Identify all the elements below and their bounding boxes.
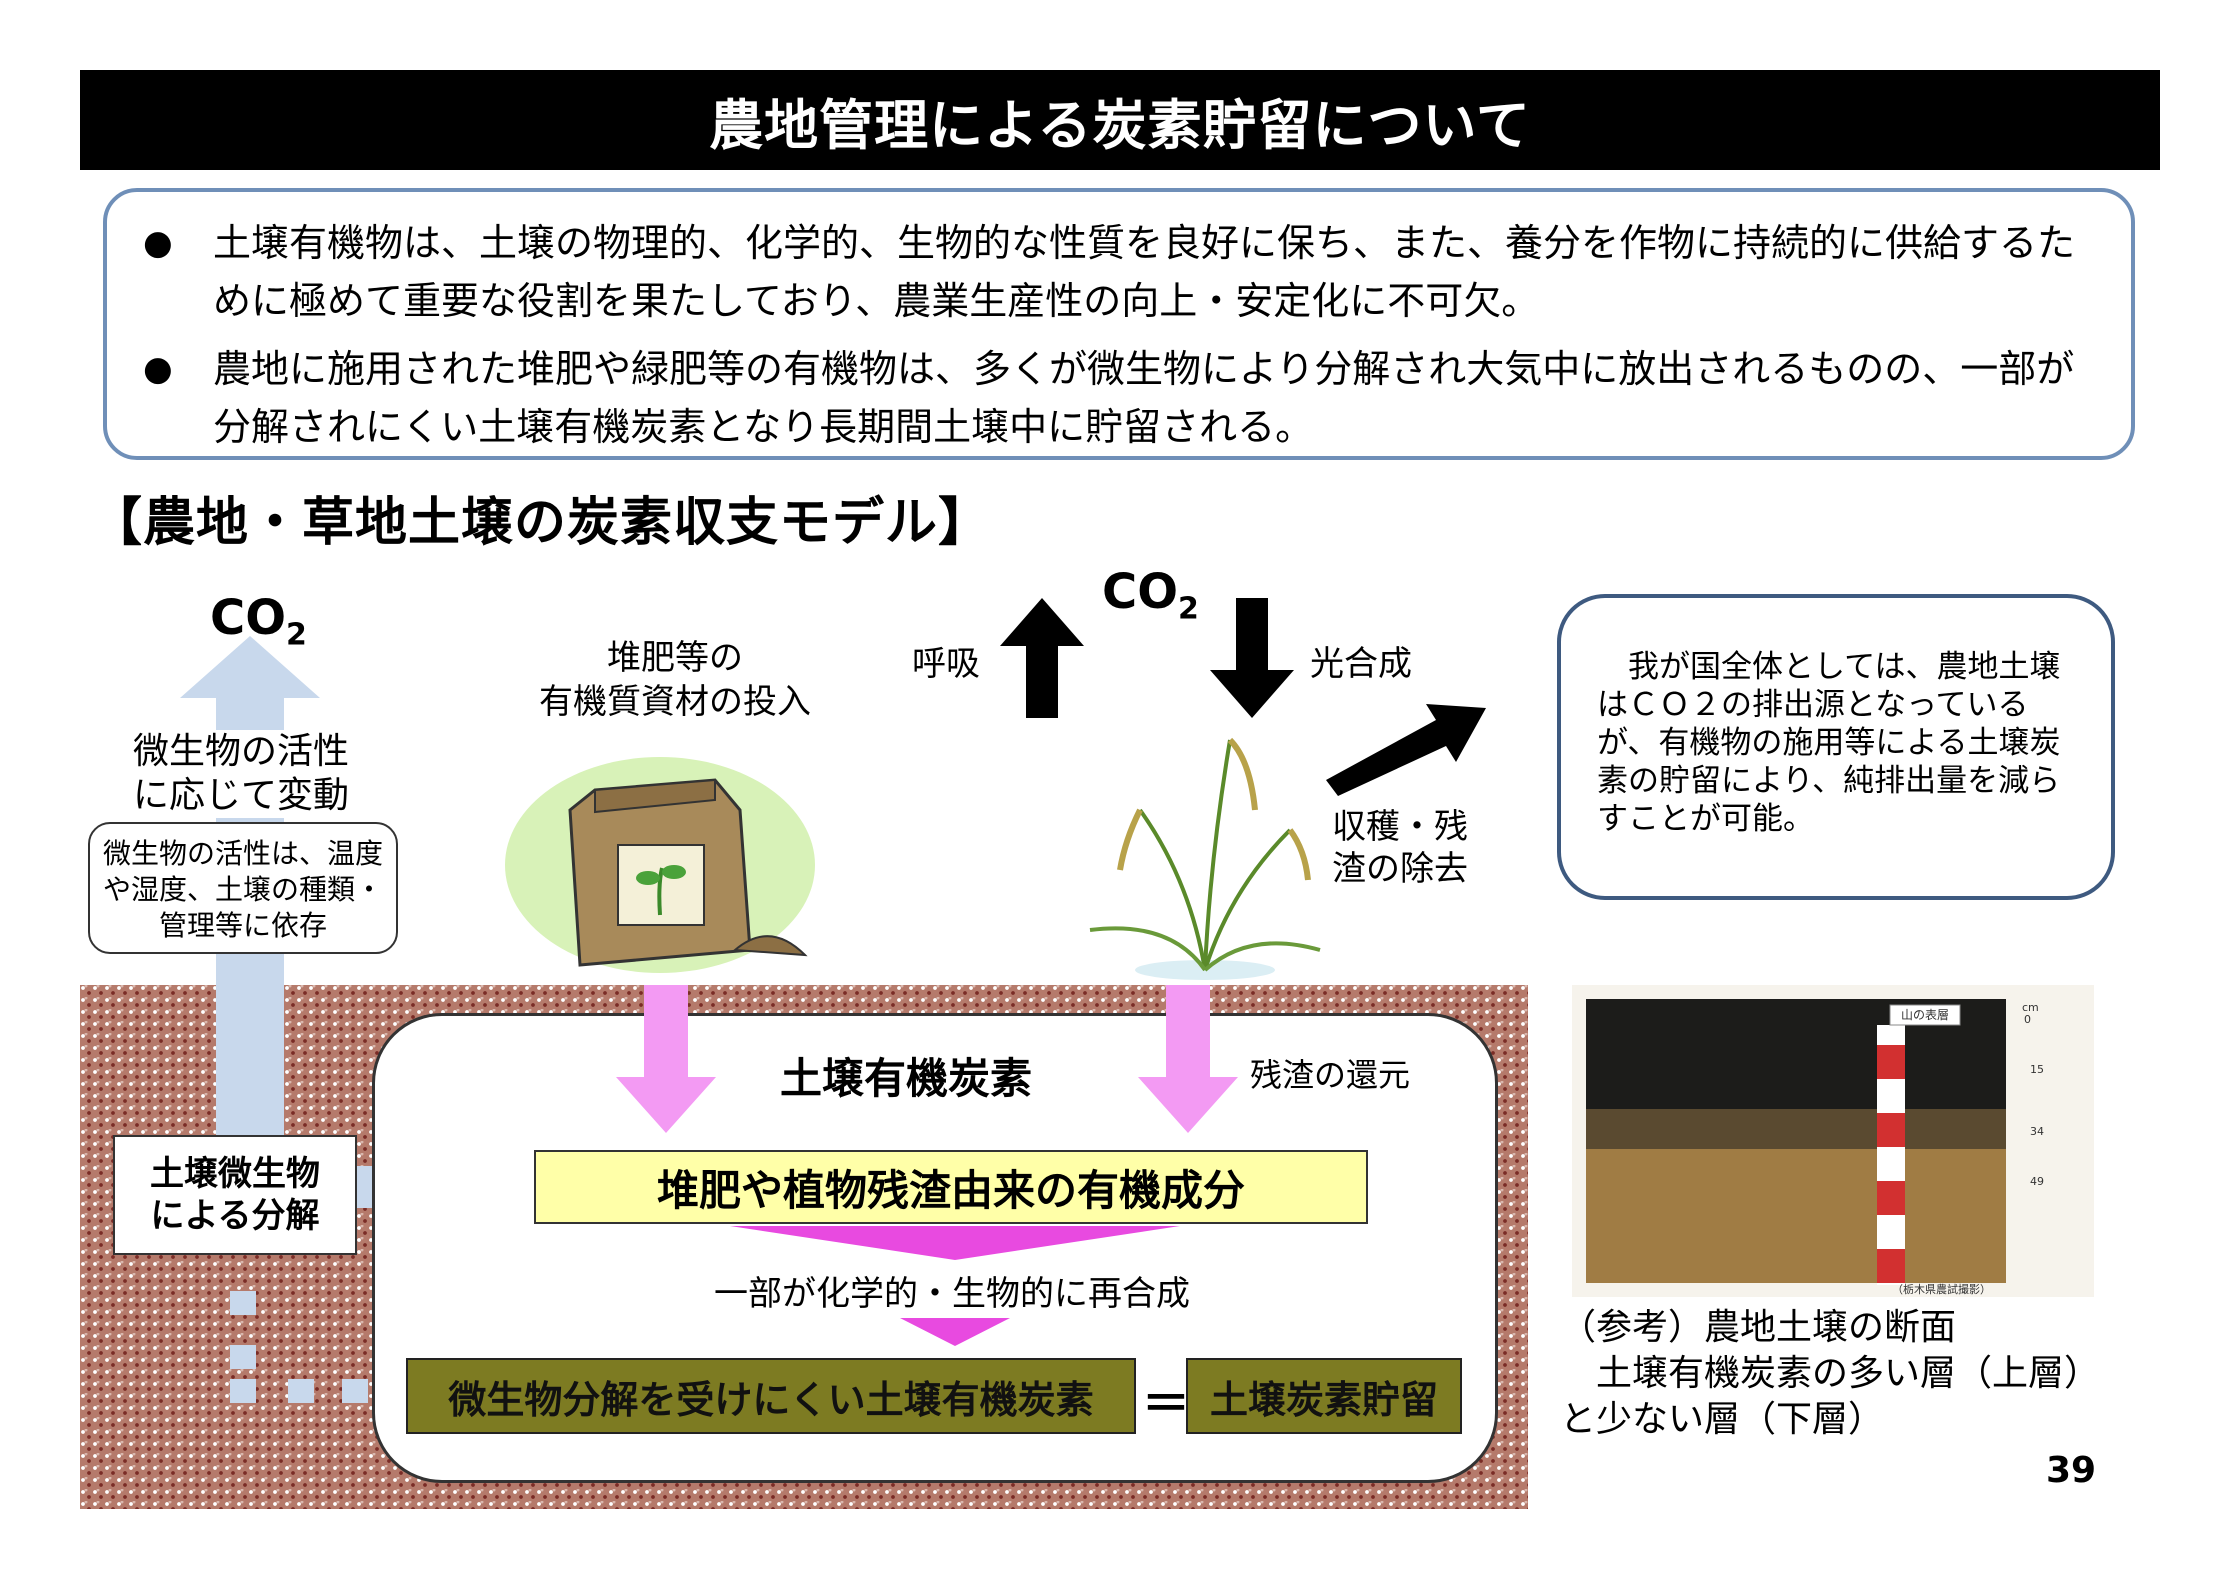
- residue-return-label: 残渣の還元: [1250, 1050, 1410, 1096]
- resynthesis-wedge: [730, 1226, 1180, 1260]
- co2-text: CO: [1102, 564, 1178, 620]
- co2-subscript: 2: [286, 618, 307, 653]
- section-heading: 【農地・草地土壌の炭素収支モデル】: [90, 480, 991, 555]
- bullet-text: 農地に施用された堆肥や緑肥等の有機物は、多くが微生物により分解され大気中に放出さ…: [213, 340, 2103, 456]
- microbial-decomposition-text: 土壌微生物 による分解: [150, 1153, 320, 1237]
- compost-input-label: 堆肥等の 有機質資材の投入: [510, 636, 840, 724]
- scale-tick: 49: [2030, 1175, 2044, 1188]
- equals-sign: ＝: [1142, 1364, 1178, 1434]
- photo-credit: （栃木県農試撮影）: [1892, 1282, 1991, 1296]
- compost-bag-illustration: [500, 750, 830, 980]
- bullet-text: 土壌有機物は、土壌の物理的、化学的、生物的な性質を良好に保ち、また、養分を作物に…: [213, 214, 2103, 330]
- scale-tick: 34: [2030, 1125, 2044, 1138]
- photo-caption: （参考）農地土壌の断面 土壌有機炭素の多い層（上層） と少ない層（下層）: [1560, 1305, 2100, 1443]
- page-title: 農地管理による炭素貯留について: [80, 70, 2160, 170]
- compost-input-arrow: [616, 985, 716, 1133]
- resynthesis-arrowhead: [900, 1318, 1010, 1346]
- resynthesis-label: 一部が化学的・生物的に再合成: [714, 1266, 1190, 1315]
- national-summary-box: 我が国全体としては、農地土壌はＣＯ２の排出源となっているが、有機物の施用等による…: [1557, 594, 2115, 900]
- page-number: 39: [2046, 1450, 2096, 1491]
- bullet-marker: ●: [143, 214, 173, 272]
- co2-text: CO: [210, 590, 286, 646]
- scale-tick: 15: [2030, 1063, 2044, 1076]
- residue-return-arrow: [1138, 985, 1238, 1133]
- respiration-arrow: [1000, 598, 1084, 718]
- respiration-label: 呼吸: [912, 636, 980, 685]
- intro-box: ● 土壌有機物は、土壌の物理的、化学的、生物的な性質を良好に保ち、また、養分を作…: [103, 188, 2135, 460]
- co2-label-left: CO2: [210, 590, 307, 653]
- photosynthesis-label: 光合成: [1310, 636, 1412, 685]
- soil-profile-photo: 山の表層 cm 0 15 34 49 （栃木県農試撮影）: [1572, 985, 2094, 1297]
- bullet-marker: ●: [143, 340, 173, 398]
- carbon-storage-box: 土壌炭素貯留: [1186, 1358, 1462, 1434]
- co2-label-top: CO2: [1102, 564, 1199, 627]
- photosynthesis-arrow: [1210, 598, 1294, 718]
- microbe-activity-label: 微生物の活性 に応じて変動: [116, 730, 366, 818]
- harvest-removal-arrow: [1326, 700, 1486, 800]
- organic-components-box: 堆肥や植物残渣由来の有機成分: [534, 1150, 1368, 1224]
- microbe-note: 微生物の活性は、温度や湿度、土壌の種類・管理等に依存: [88, 822, 398, 954]
- rice-plant-illustration: [1080, 700, 1330, 980]
- national-summary-text: 我が国全体としては、農地土壌はＣＯ２の排出源となっているが、有機物の施用等による…: [1597, 649, 2060, 837]
- harvest-label: 収穫・残 渣の除去: [1320, 806, 1480, 890]
- microbe-note-text: 微生物の活性は、温度や湿度、土壌の種類・管理等に依存: [103, 837, 383, 942]
- co2-subscript: 2: [1178, 592, 1199, 627]
- scale-tick: 0: [2024, 1013, 2031, 1026]
- microbial-decomposition-box: 土壌微生物 による分解: [113, 1135, 357, 1255]
- photo-sign-text: 山の表層: [1901, 1008, 1949, 1022]
- resistant-carbon-box: 微生物分解を受けにくい土壌有機炭素: [406, 1358, 1136, 1434]
- soil-carbon-title: 土壌有機炭素: [780, 1045, 1032, 1106]
